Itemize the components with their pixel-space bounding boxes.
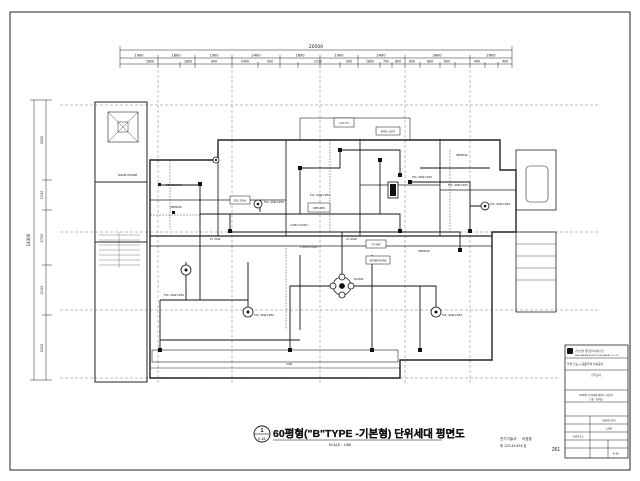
thin-wiring [150, 140, 451, 330]
dim-top2-3: 900 [211, 60, 217, 64]
dim-top-7: 2400 [376, 54, 386, 58]
left-dimensions [30, 99, 52, 381]
page-number: 261 [552, 447, 561, 453]
label-lamp-a: FL 32W [210, 237, 221, 241]
tb-company-en: SHIN HAN ARCHITECTS & ENGINEERS CO., LTD [575, 354, 619, 357]
dim-top-6: 1900 [334, 54, 344, 58]
label-cond-a: 2.5Φ×2(16C) [300, 245, 318, 249]
title-number: 1 [260, 428, 263, 434]
top-dimensions [119, 46, 513, 68]
tb-drawing-sub: ("B" TYPE) [590, 398, 603, 402]
dim-left-total: 14300 [26, 233, 31, 246]
dim-top2-11: 600 [409, 60, 415, 64]
tb-project: 부천 신도시 공동주택 신축공사 [567, 362, 604, 366]
sheet-border [9, 11, 631, 471]
label-box-c: INTERPHONE [370, 259, 387, 263]
label-box-b: TV ANT [371, 243, 381, 247]
dim-top2-8: 1800 [366, 60, 374, 64]
devices [158, 148, 472, 352]
label-sensor-a: SENSOR DA [166, 183, 183, 187]
tb-project-sub: 전기공사 [591, 373, 601, 377]
dim-top2-13: 600 [444, 60, 450, 64]
panel-board-inner [390, 184, 396, 196]
label-fl-g: FCL 40W×2EA [412, 175, 432, 179]
dim-left-1: 4500 [40, 136, 44, 145]
dim-top2-2: 1800 [184, 60, 192, 64]
fixture-centers [184, 158, 487, 314]
label-box-e: EMR LIGHT [381, 130, 396, 134]
label-door-phone: DOOR PHONE [118, 173, 137, 177]
label-fl-a: FCL 40W×2EA [264, 200, 284, 204]
title-scale: SCALE : 1/60 [329, 443, 352, 447]
dim-top-8: 3600 [432, 54, 442, 58]
label-fl-e: FCL 40W×2EA [254, 313, 274, 317]
dim-top-1: 1400 [134, 54, 144, 58]
title-sheet-ref: E-61 [258, 437, 265, 441]
label-box-f: LCD TV [339, 121, 349, 125]
title-block [564, 344, 629, 459]
pendant-chandelier [329, 273, 355, 299]
walls [60, 70, 600, 385]
label-lamp-b: CL 20W [346, 237, 357, 241]
label-boxes [229, 117, 401, 265]
title-text: 60평형("B"TYPE -기본형) 단위세대 평면도 [273, 427, 465, 440]
dim-top2-15: 400 [502, 60, 508, 64]
stamp-line3: 제 123-45-678 호 [500, 443, 526, 448]
label-fl-f: FCL 40W×2EA [442, 313, 462, 317]
engineer-stamp: 전기기술사 이정훈 제 123-45-678 호 [500, 436, 533, 448]
label-pendant: PL40W [354, 277, 364, 281]
stamp-line2: 이정훈 [522, 436, 533, 441]
label-fl-h: FCL 40W×2EA [448, 183, 468, 187]
label-mark: CAB [286, 362, 292, 366]
label-box-a: ESS 200A [234, 199, 247, 203]
dim-top-total: 20500 [309, 44, 323, 50]
dim-left-5: 2200 [40, 344, 44, 353]
dim-top2-1: 1600 [146, 60, 154, 64]
label-sensor-b: SENSOR [170, 205, 182, 209]
dim-top-2: 1800 [171, 54, 181, 58]
stamp-line1: 전기기술사 [500, 436, 517, 441]
dim-left-2: 2150 [40, 191, 44, 200]
dim-top2-6: 2100 [314, 60, 322, 64]
dim-left-4: 2100 [40, 286, 44, 295]
label-cond-b: 4.0Φ×3(22C) [290, 223, 308, 227]
dim-top-3: 1900 [209, 54, 219, 58]
tb-sheet-code: E-61 [613, 452, 620, 456]
dim-top2-7: 900 [346, 60, 352, 64]
wiring [159, 149, 490, 350]
tb-date: 1997.12 [573, 435, 584, 439]
label-sensor-c: SENSOR [418, 249, 430, 253]
tb-drawing-name: 60평형 단위세대 평면도-기본형 [579, 393, 612, 397]
light-fixtures [180, 156, 490, 318]
dim-top2-5: 900 [267, 60, 273, 64]
dim-left-parts: 4500 2150 2700 2100 2200 [40, 136, 44, 353]
tb-dwg-no: SHE0-701 [602, 419, 616, 423]
dim-top-4: 2400 [251, 54, 261, 58]
label-fl-d: FCL 40W×2EA [164, 293, 184, 297]
fixture-labels: SENSOR DA DOOR PHONE SENSOR FCL 40W×2EA … [118, 153, 510, 366]
label-fl-c: FCL 40W×2EA [490, 202, 510, 206]
dim-top2-14: 400 [474, 60, 480, 64]
label-fl-b: FCL 40W×2EA [310, 193, 330, 197]
dim-top-5: 1800 [295, 54, 305, 58]
label-sensor-d: SENSOR [456, 153, 468, 157]
label-box-d: SPEAKER [313, 206, 325, 210]
dim-top-9: 2600 [486, 54, 496, 58]
dim-top2-9: 700 [383, 60, 389, 64]
dim-top2-10: 800 [395, 60, 401, 64]
dim-top2-4: 2400 [241, 60, 249, 64]
dim-top-row2: 1600 1800 900 2400 900 2100 900 1800 700… [146, 60, 508, 64]
tb-scale: 1/60 [606, 427, 613, 431]
company-logo-icon [567, 348, 573, 354]
dim-left-3: 2700 [40, 234, 44, 243]
tb-company: (주)신한 종합건축사사무소 [575, 349, 605, 353]
dim-top2-12: 800 [427, 60, 433, 64]
drawing-title: 1 E-61 60평형("B"TYPE -기본형) 단위세대 평면도 SCALE… [253, 425, 465, 447]
dim-top-row1: 1400 1800 1900 2400 1800 1900 2400 3600 … [134, 54, 496, 58]
